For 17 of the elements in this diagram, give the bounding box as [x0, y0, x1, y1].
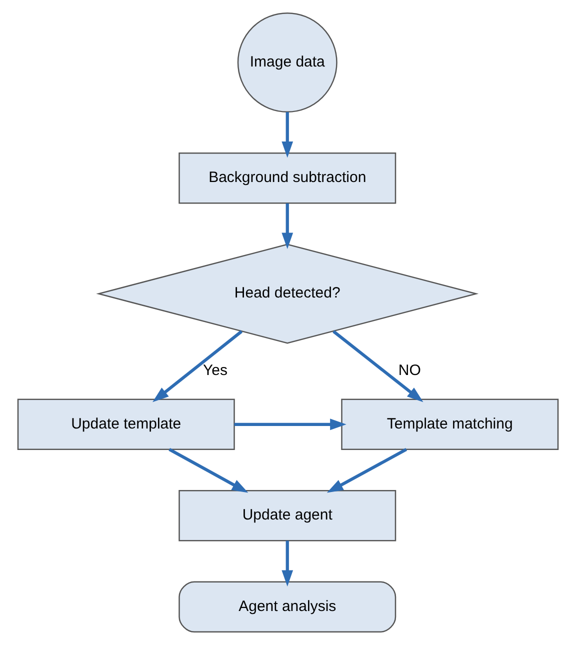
arrow	[326, 448, 408, 493]
edge-label: NO	[398, 362, 421, 380]
arrow	[332, 330, 424, 402]
node-circle: Image data	[237, 12, 338, 112]
node-box: Agent analysis	[178, 581, 396, 632]
node-box: Background subtraction	[178, 152, 396, 204]
edge-label: Yes	[203, 362, 228, 380]
node-box: Update agent	[178, 490, 396, 542]
arrow	[234, 418, 346, 430]
arrow	[152, 330, 243, 402]
node-diamond: Head detected?	[96, 244, 479, 344]
arrow	[282, 112, 294, 158]
node-box: Template matching	[341, 398, 559, 450]
arrow	[282, 540, 294, 586]
arrow	[282, 203, 294, 250]
node-box: Update template	[17, 398, 235, 450]
arrow	[168, 448, 248, 493]
